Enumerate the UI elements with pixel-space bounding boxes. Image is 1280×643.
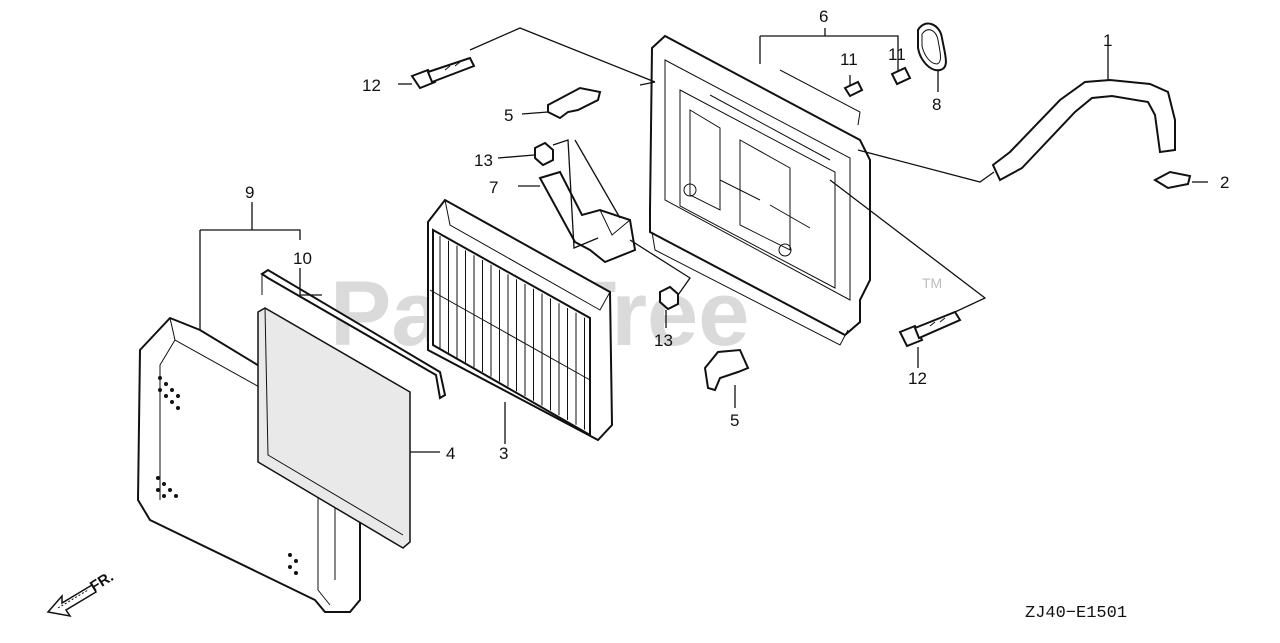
callout-12-lower: 12	[908, 369, 927, 388]
callout-11-left: 11	[840, 50, 858, 69]
callout-3: 3	[499, 444, 508, 463]
bracket-part	[538, 170, 637, 264]
clip-lower-part	[703, 348, 750, 392]
tube-part	[991, 78, 1176, 182]
nut-upper-part	[534, 141, 554, 167]
callout-12-upper: 12	[362, 76, 381, 95]
callout-11-right: 11	[888, 45, 906, 64]
front-arrow-icon	[46, 583, 98, 618]
pin-right-part	[890, 66, 912, 86]
paper-element-part	[427, 198, 614, 442]
watermark-trademark: TM	[922, 275, 942, 291]
callout-9: 9	[245, 183, 254, 202]
callout-6: 6	[819, 7, 828, 26]
case-part	[649, 34, 871, 346]
callout-13-upper: 13	[474, 151, 493, 170]
nut-lower-part	[659, 285, 679, 311]
leader-lines	[199, 27, 1208, 453]
bolt-lower-part	[898, 310, 962, 348]
o-ring-part	[917, 22, 947, 72]
callout-8: 8	[932, 95, 941, 114]
pin-left-part	[843, 80, 864, 98]
callouts: 1 2 3 4 5 5 6 7 8 9 10 11 11 12 12 13 13	[245, 7, 1229, 463]
foam-filter-part	[257, 307, 411, 549]
callout-5-upper: 5	[504, 106, 513, 125]
clip-upper-part	[547, 86, 602, 120]
seal-part	[260, 268, 447, 400]
bolt-upper-part	[410, 56, 476, 90]
pleats	[439, 236, 585, 430]
callout-4: 4	[446, 444, 455, 463]
vent-holes-lower	[156, 476, 298, 575]
callout-7: 7	[489, 178, 498, 197]
callout-13-lower: 13	[654, 331, 673, 350]
callout-5-lower: 5	[730, 411, 739, 430]
callout-2: 2	[1220, 173, 1229, 192]
vent-holes-upper	[158, 376, 180, 410]
callout-1: 1	[1103, 31, 1112, 50]
clamp-part	[1152, 170, 1192, 190]
front-direction-indicator: FR.	[46, 568, 117, 618]
callout-10: 10	[293, 249, 312, 268]
cover-part	[136, 316, 361, 613]
drawing-code: ZJ40−E1501	[1025, 604, 1127, 623]
